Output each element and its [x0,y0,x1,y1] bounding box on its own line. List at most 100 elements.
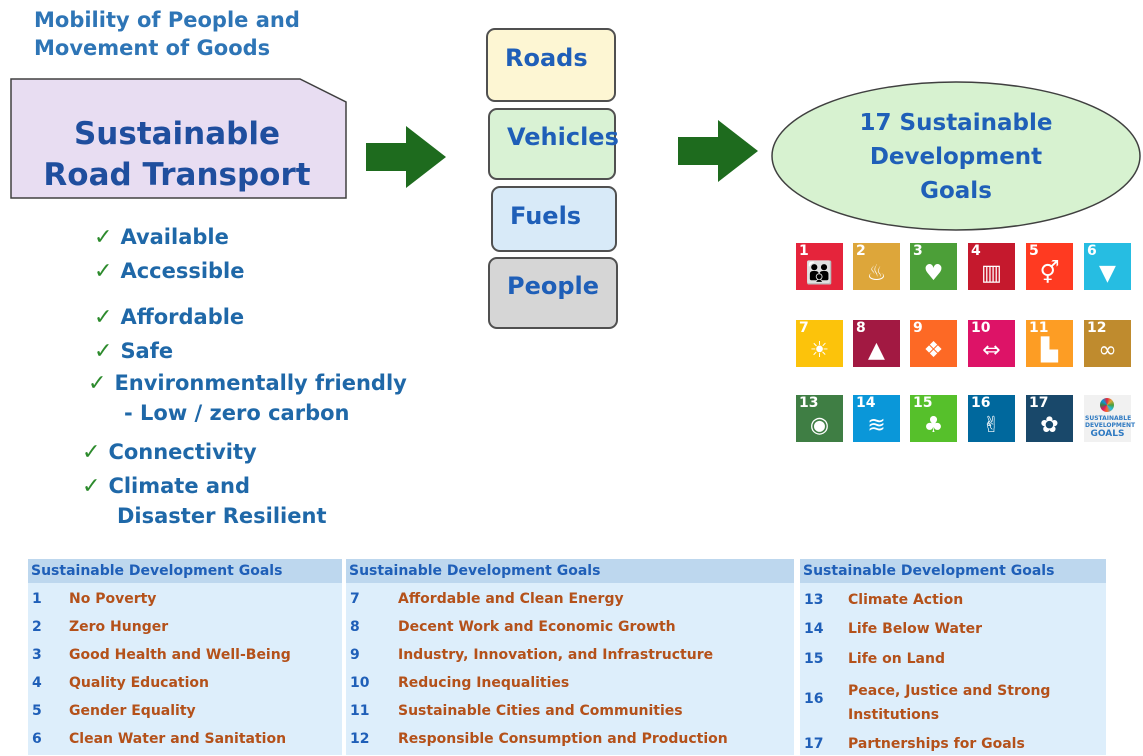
check-item-climate: ✓Climate and [82,474,250,499]
check-label: Connectivity [108,440,257,464]
check-item-affordable: ✓Affordable [94,305,244,330]
check-label: Available [120,225,229,249]
sdg-logo-line: SUSTAINABLE [1085,415,1132,422]
check-label: Accessible [120,259,245,283]
growth-chart-icon: ▲ [868,338,885,363]
table-header: Sustainable Development Goals [346,559,794,583]
check-item-environment: ✓Environmentally friendly [88,371,407,396]
sdg-2-tile: 2♨ [853,243,900,290]
table-row: 14 Life Below Water [800,621,1106,641]
goals-table-1: Sustainable Development Goals 1 No Povert… [28,559,342,755]
sdg-number: 11 [1029,320,1049,336]
table-header: Sustainable Development Goals [28,559,342,583]
check-icon: ✓ [94,339,113,364]
sdg-number: 15 [913,395,933,411]
goal-name: Gender Equality [69,703,196,719]
sdg-8-tile: 8▲ [853,320,900,367]
goals-ellipse [771,81,1141,231]
sdg-number: 7 [799,320,809,336]
subtitle-line: Mobility of People and [34,8,300,32]
check-label: Safe [120,339,174,363]
sdg-number: 6 [1087,243,1097,259]
check-item-safe: ✓ Safe [94,339,173,364]
goal-name: Affordable and Clean Energy [398,591,624,607]
people-icon: 👪 [805,261,834,286]
flower-icon: ✿ [1040,413,1059,438]
infinity-icon: ∞ [1098,338,1117,363]
sdg-number: 16 [971,395,991,411]
goal-name: Peace, Justice and Strong Institutions [848,683,1051,723]
sdg-logo-line: DEVELOPMENT [1085,422,1136,429]
sustainable-road-transport-box [10,78,347,199]
sdg-12-tile: 12 ∞ [1084,320,1131,367]
fish-icon: ≋ [867,413,886,438]
goal-name: Quality Education [69,675,209,691]
main-title-line: Road Transport [43,157,311,193]
goal-name: Partnerships for Goals [848,736,1025,752]
goals-ellipse-line: 17 Sustainable [859,110,1053,136]
check-item-disaster-resilient: Disaster Resilient [117,504,327,528]
check-item-low-carbon: - Low / zero carbon [124,401,349,425]
people-label: People [507,272,600,300]
sdg-number: 8 [856,320,866,336]
goal-name: Decent Work and Economic Growth [398,619,676,635]
goals-ellipse-text: 17 Sustainable Development Goals [806,106,1106,208]
arrow-right-icon [366,126,446,188]
goal-number: 5 [32,703,42,719]
roads-label: Roads [505,44,588,72]
goal-number: 2 [32,619,42,635]
roads-box: Roads [486,28,616,102]
goal-number: 10 [350,675,370,691]
goal-number: 8 [350,619,360,635]
city-icon: ▙ [1041,338,1058,363]
goal-name: No Poverty [69,591,157,607]
table-row: 13 Climate Action [800,592,1106,612]
goal-name: Zero Hunger [69,619,169,635]
goals-ellipse-line: Development [869,144,1043,170]
goal-name: Clean Water and Sanitation [69,731,287,747]
check-icon: ✓ [94,259,113,284]
sdg-number: 9 [913,320,923,336]
fuels-box: Fuels [491,186,617,252]
dove-icon: ✌ [982,413,1001,438]
fuels-label: Fuels [510,202,582,230]
sdg-number: 12 [1087,320,1107,336]
equality-icon: ⇔ [982,338,1001,363]
goal-number: 11 [350,703,370,719]
check-label: Environmentally friendly [114,371,407,395]
book-icon: ▥ [981,261,1002,286]
sdg-17-tile: 17 ✿ [1026,395,1073,442]
goal-name: Life Below Water [848,621,983,637]
vehicles-box: Vehicles [488,108,619,180]
goal-number: 17 [804,736,824,752]
sdg-wheel-icon [1100,398,1114,412]
sdg-5-tile: 5⚥ [1026,243,1073,290]
heartbeat-icon: ♥ [923,261,944,286]
goal-number: 1 [32,591,42,607]
table-row: 5 Gender Equality [28,703,342,723]
goal-number: 14 [804,621,824,637]
sdg-15-tile: 15 ♣ [910,395,957,442]
goal-name: Climate Action [848,592,964,608]
sdg-9-tile: 9❖ [910,320,957,367]
sdg-number: 17 [1029,395,1049,411]
sdg-number: 4 [971,243,981,259]
sdg-10-tile: 10⇔ [968,320,1015,367]
goal-name: Industry, Innovation, and Infrastructure [398,647,714,663]
sdg-number: 2 [856,243,866,259]
goal-number: 13 [804,592,824,608]
arrow-right-icon [678,120,758,182]
subtitle-line: Movement of Goods [34,36,271,60]
tree-icon: ♣ [923,413,944,438]
check-item-connectivity: ✓Connectivity [82,440,257,465]
sdg-number: 1 [799,243,809,259]
sdg-3-tile: 3♥ [910,243,957,290]
